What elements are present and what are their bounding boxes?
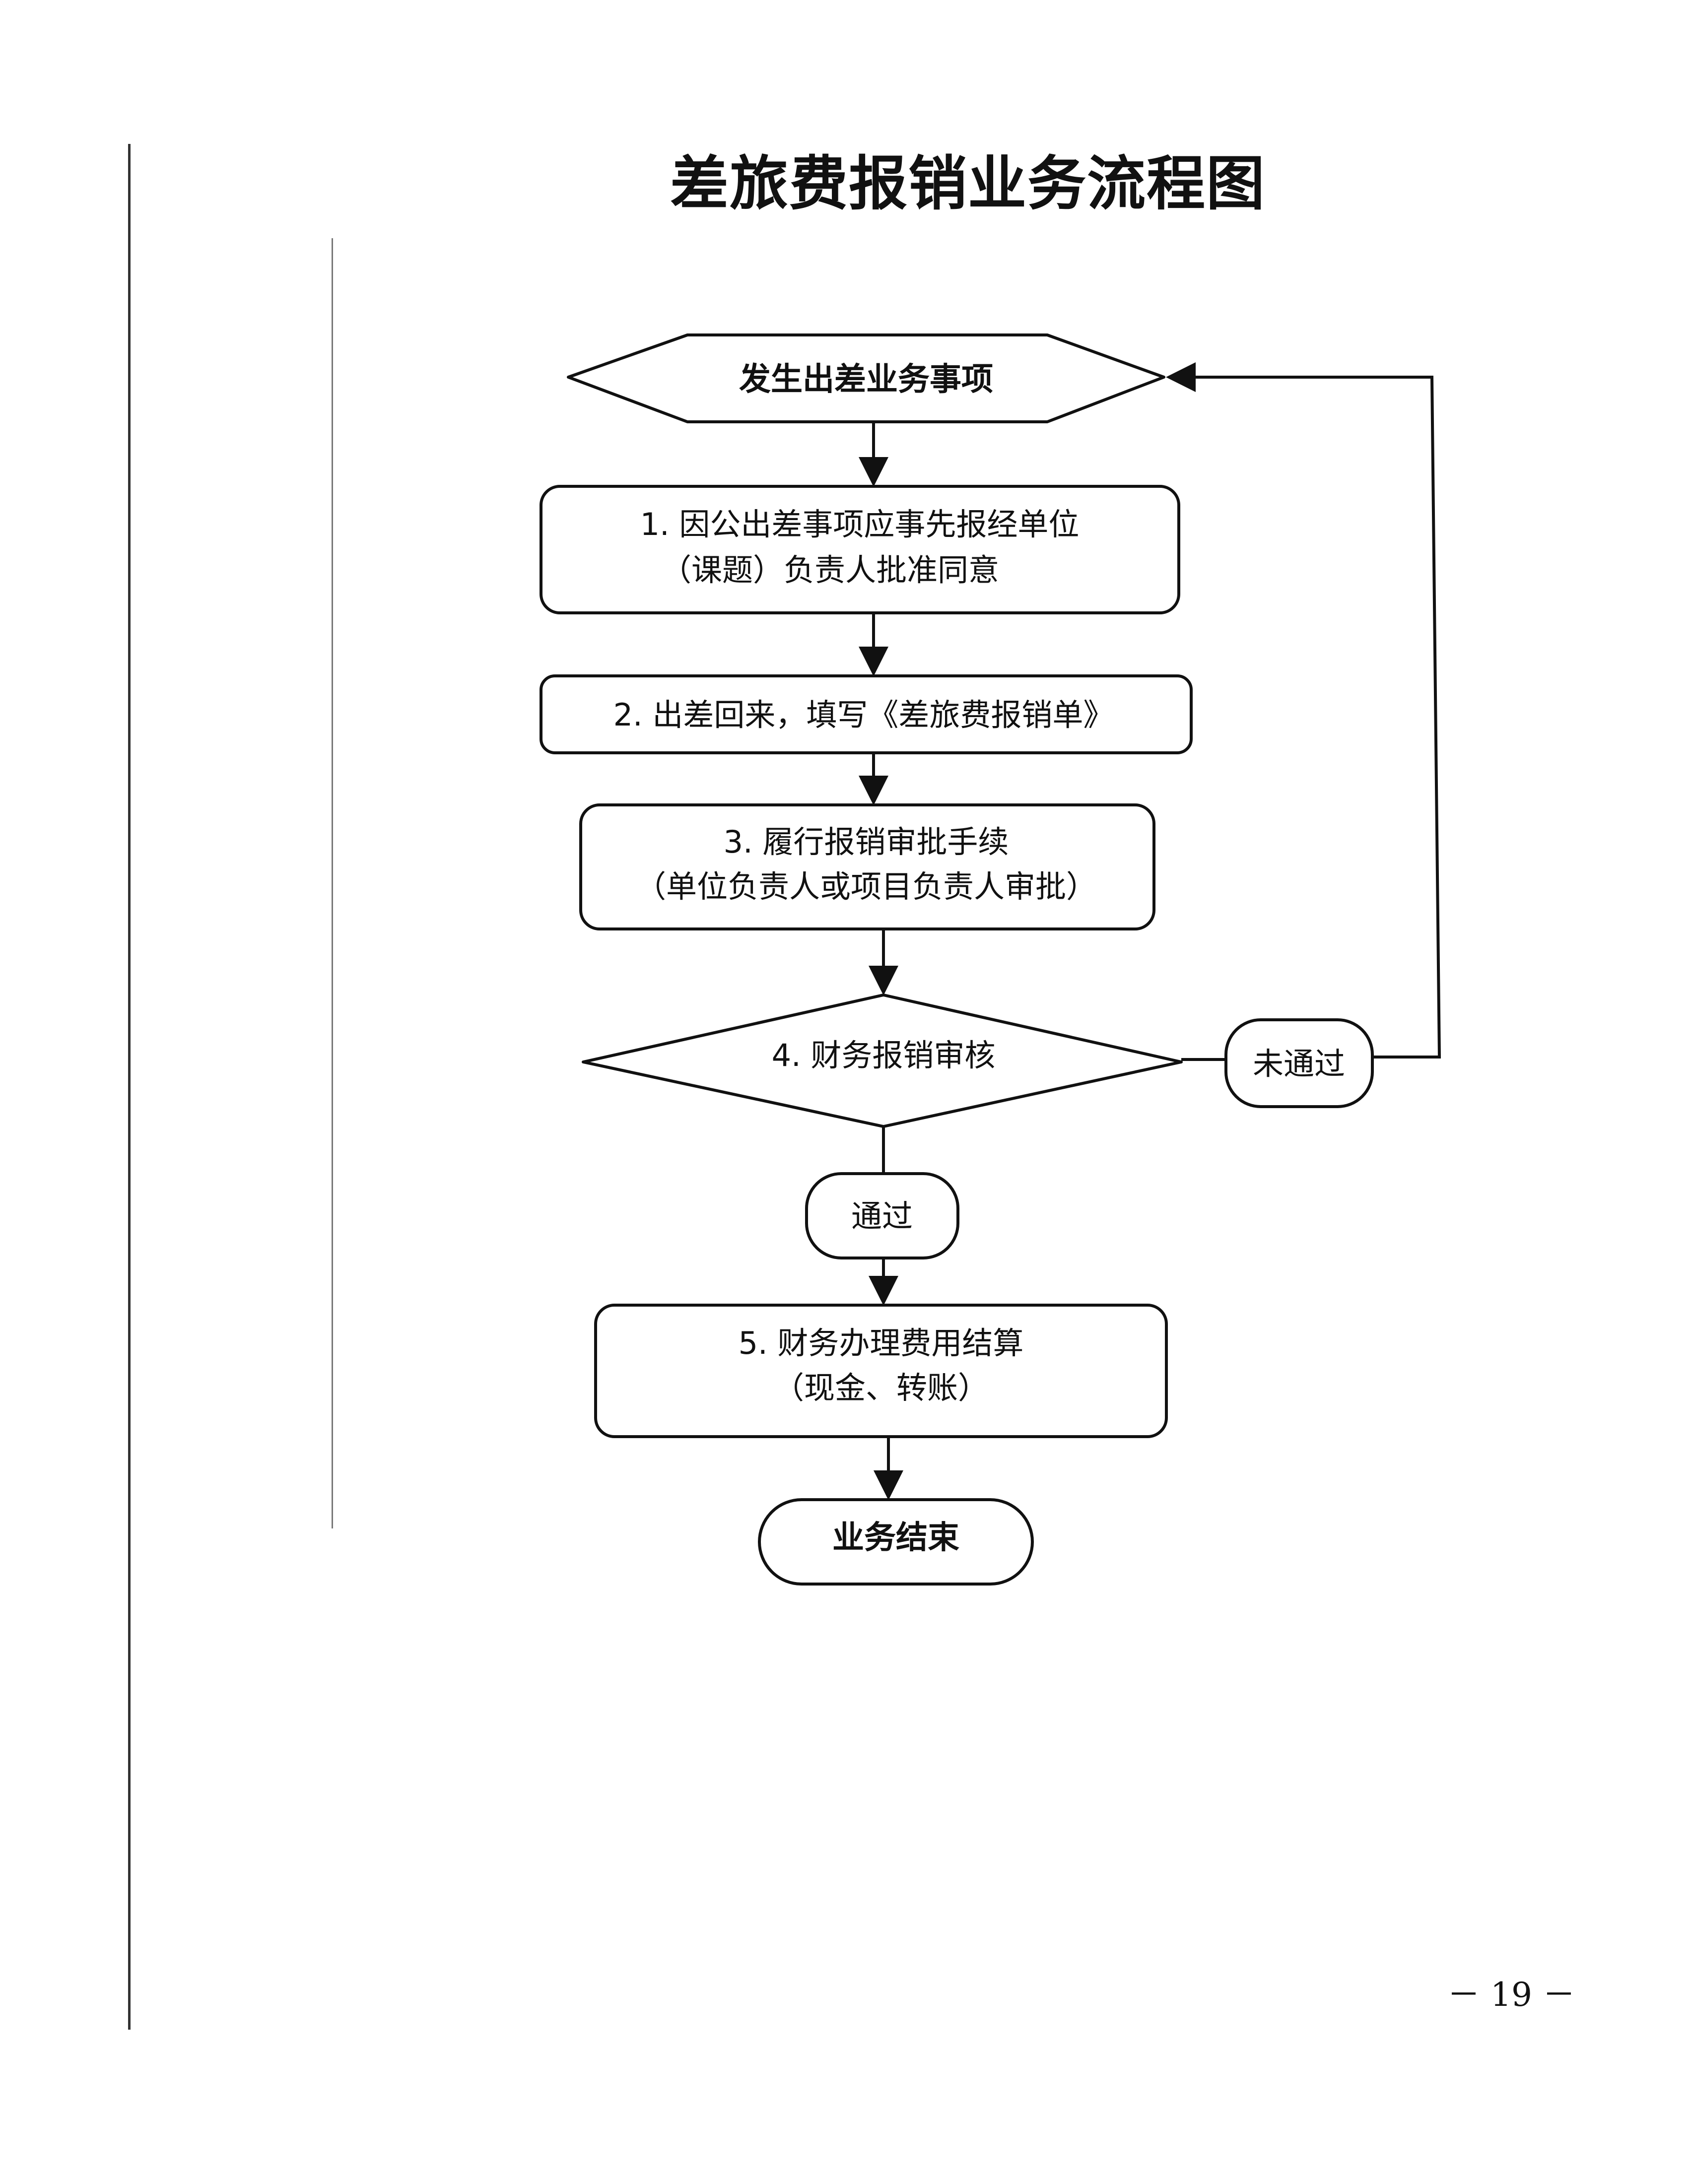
scan-margin-line: [128, 144, 131, 2030]
step-3-label-line-2: （单位负责人或项目负责人审批）: [635, 868, 1097, 905]
step-1-box: [540, 485, 1180, 614]
arrow-fail-back-to-start: [1166, 362, 1441, 1059]
step-1-label-line-2: （课题）负责人批准同意: [661, 552, 999, 588]
step-5-label-line-2: （现金、转账）: [773, 1370, 989, 1406]
page-number: － 19 －: [1447, 1976, 1575, 2014]
fail-label: 未通过: [1253, 1046, 1345, 1082]
page-title: 差旅费报销业务流程图: [670, 149, 1266, 218]
start-hexagon: [567, 333, 1165, 423]
start-label: 发生出差业务事项: [739, 361, 993, 398]
decision-diamond: [582, 993, 1183, 1128]
decision-label: 4. 财务报销审核: [772, 1037, 996, 1073]
step-1-label-line-1: 1. 因公出差事项应事先报经单位: [640, 506, 1080, 542]
step-5-label-line-1: 5. 财务办理费用结算: [739, 1325, 1024, 1361]
step-3-label-line-1: 3. 履行报销审批手续: [724, 824, 1009, 860]
end-label: 业务结束: [832, 1520, 959, 1556]
step-2-label: 2. 出差回来，填写《差旅费报销单》: [613, 697, 1114, 733]
scan-margin-line: [332, 238, 333, 1528]
fail-terminal-box: [1224, 1018, 1374, 1108]
pass-label: 通过: [851, 1198, 913, 1234]
